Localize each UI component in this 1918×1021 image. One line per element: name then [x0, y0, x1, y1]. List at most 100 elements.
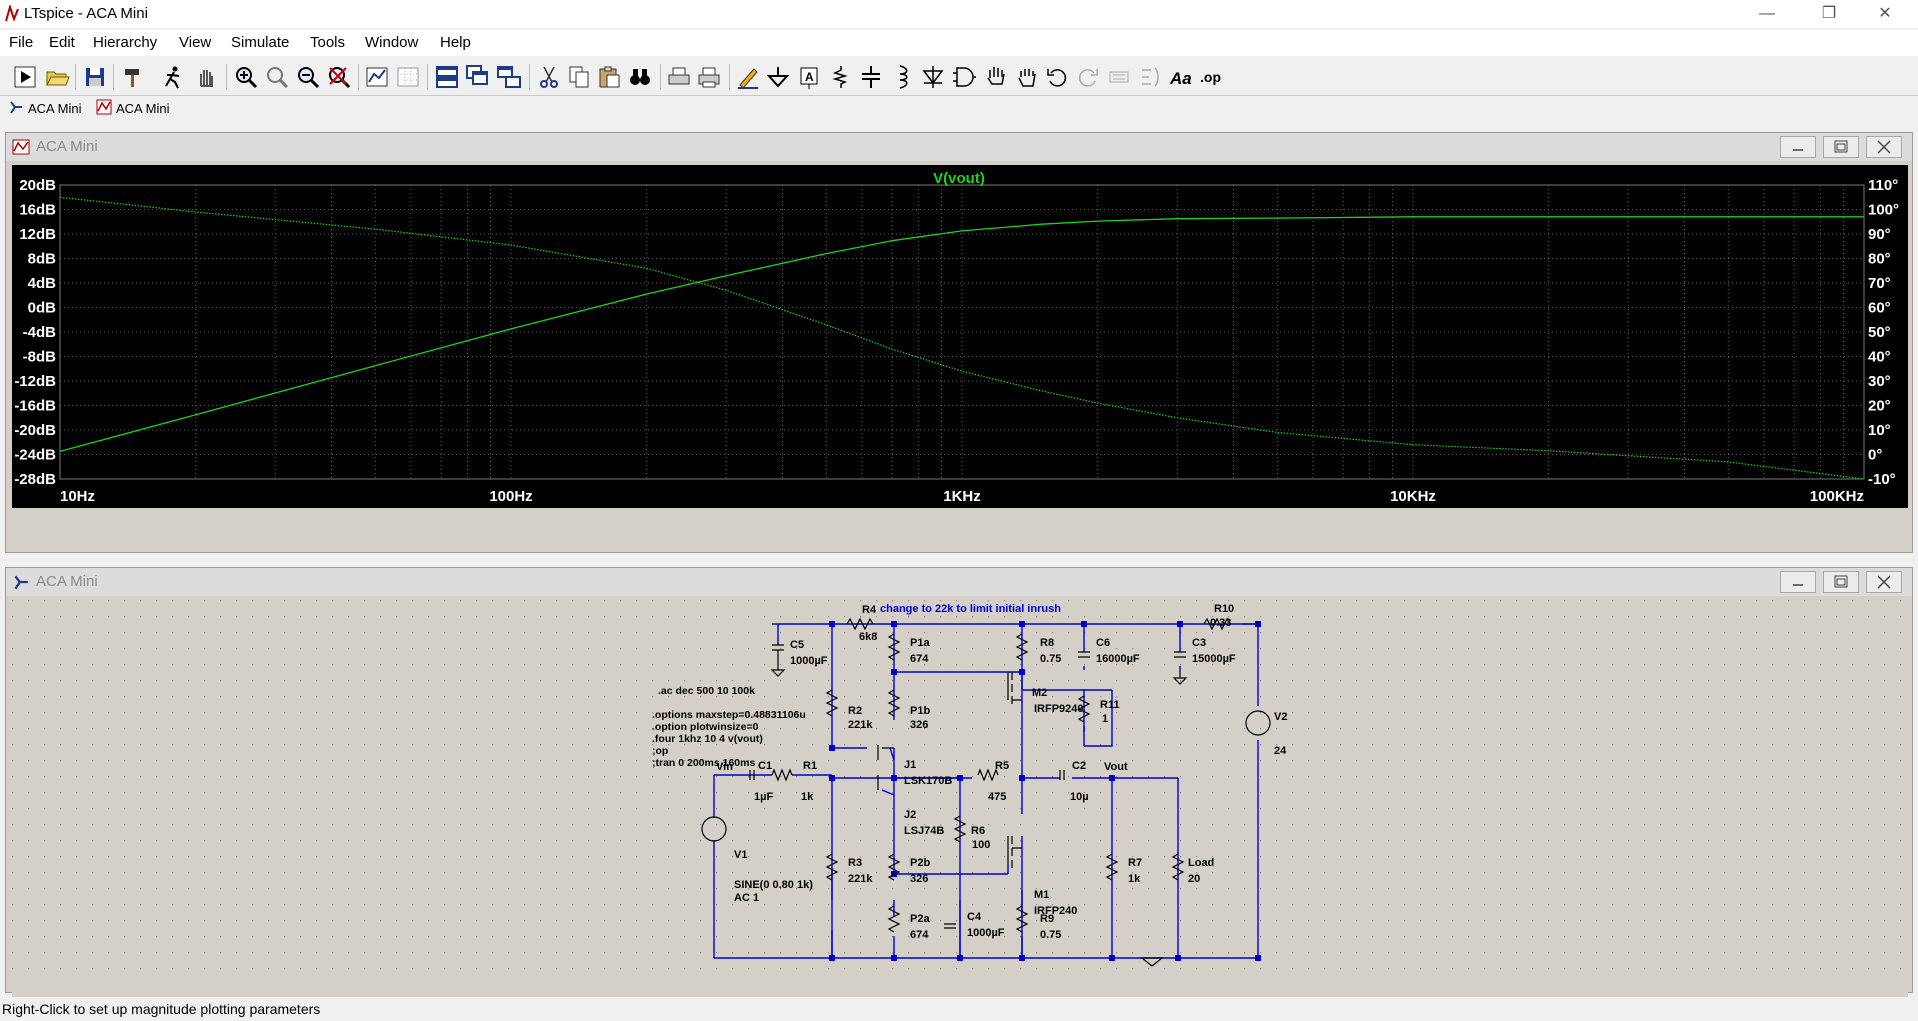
component-value-r11[interactable]: 1	[1102, 713, 1108, 725]
component-value-v2[interactable]: 24	[1274, 745, 1287, 757]
redo-icon[interactable]	[1075, 64, 1101, 90]
component-value-j2[interactable]: LSJ74B	[904, 825, 944, 837]
pan-hand-icon[interactable]	[193, 64, 219, 90]
component-value2-v1[interactable]: AC 1	[734, 892, 759, 904]
component-ref-p2a[interactable]: P2a	[910, 913, 930, 925]
component-value-c6[interactable]: 16000µF	[1096, 653, 1140, 665]
component-value-c4[interactable]: 1000µF	[967, 927, 1005, 939]
component-value-r5[interactable]: 475	[988, 791, 1006, 803]
print-icon[interactable]	[696, 64, 722, 90]
component-value-r1[interactable]: 1k	[801, 791, 814, 803]
zoom-out-icon[interactable]	[295, 64, 321, 90]
menu-file[interactable]: File	[9, 34, 34, 51]
open-folder-icon[interactable]	[44, 64, 70, 90]
component-ref-m2[interactable]: M2	[1032, 687, 1047, 699]
rotate-icon[interactable]	[1106, 64, 1132, 90]
schematic-close-button[interactable]	[1866, 571, 1902, 593]
component-icon[interactable]	[951, 64, 977, 90]
ground-icon[interactable]	[765, 64, 791, 90]
component-value-load[interactable]: 20	[1188, 873, 1200, 885]
inductor-icon[interactable]	[889, 64, 915, 90]
component-ref-c4[interactable]: C4	[967, 911, 982, 923]
schematic-canvas[interactable]: .ac dec 500 10 100k.options maxstep=0.48…	[12, 600, 1908, 1005]
cut-scissors-icon[interactable]	[536, 64, 562, 90]
label-net-icon[interactable]: A	[796, 64, 822, 90]
component-ref-c1[interactable]: C1	[758, 760, 772, 772]
component-value-v1[interactable]: SINE(0 0.80 1k)	[734, 879, 813, 891]
menu-simulate[interactable]: Simulate	[231, 34, 290, 51]
paste-icon[interactable]	[596, 64, 622, 90]
drag-hand-icon[interactable]	[1013, 64, 1039, 90]
component-ref-r9[interactable]: R9	[1040, 913, 1054, 925]
plot-minimize-button[interactable]	[1780, 136, 1816, 158]
spice-directive[interactable]: .option plotwinsize=0	[652, 721, 759, 733]
component-ref-r4[interactable]: R4	[862, 604, 877, 616]
component-ref-r7[interactable]: R7	[1128, 857, 1142, 869]
spice-directive-icon[interactable]: .op	[1199, 64, 1225, 90]
component-value-c3[interactable]: 15000µF	[1192, 653, 1236, 665]
component-ref-c3[interactable]: C3	[1192, 637, 1206, 649]
text-icon[interactable]: Aa	[1168, 64, 1194, 90]
plot-close-button[interactable]	[1866, 136, 1902, 158]
trace-title-vout[interactable]: V(vout)	[933, 170, 985, 187]
component-ref-j1[interactable]: J1	[904, 759, 916, 771]
component-ref-c5[interactable]: C5	[790, 639, 804, 651]
component-value-c2[interactable]: 10µ	[1070, 791, 1089, 803]
spice-directive[interactable]: .four 1khz 10 4 v(vout)	[652, 733, 763, 745]
component-value-r9[interactable]: 0.75	[1040, 929, 1061, 941]
trace-phase[interactable]	[59, 196, 1865, 480]
zoom-in-icon[interactable]	[233, 64, 259, 90]
component-value-p2b[interactable]: 326	[910, 873, 928, 885]
component-ref-r11[interactable]: R11	[1100, 699, 1120, 711]
find-binoculars-icon[interactable]	[627, 64, 653, 90]
component-value-c1[interactable]: 1µF	[754, 791, 773, 803]
menu-view[interactable]: View	[179, 34, 212, 51]
capacitor-icon[interactable]	[858, 64, 884, 90]
close-button[interactable]: ✕	[1878, 5, 1892, 22]
component-value-m1[interactable]: IRFP240	[1034, 905, 1077, 917]
zoom-fit-icon[interactable]	[326, 64, 352, 90]
component-ref-c2[interactable]: C2	[1072, 760, 1086, 772]
component-ref-r5[interactable]: R5	[995, 760, 1009, 772]
net-label-vin[interactable]: Vin	[716, 761, 733, 773]
component-value-p1a[interactable]: 674	[910, 653, 929, 665]
undo-icon[interactable]	[1044, 64, 1070, 90]
save-icon[interactable]	[82, 64, 108, 90]
component-value-j1[interactable]: LSK170B	[904, 775, 952, 787]
component-ref-load[interactable]: Load	[1188, 857, 1214, 869]
plot-window-titlebar[interactable]: ACA Mini	[6, 133, 1912, 161]
component-value-r6[interactable]: 100	[972, 839, 990, 851]
schematic-svg[interactable]: .ac dec 500 10 100k.options maxstep=0.48…	[12, 600, 1908, 980]
spice-directive[interactable]: ;op	[652, 745, 668, 757]
component-ref-r6[interactable]: R6	[971, 825, 985, 837]
menu-window[interactable]: Window	[365, 34, 419, 51]
move-hand-icon[interactable]	[982, 64, 1008, 90]
component-value-p2a[interactable]: 674	[910, 929, 929, 941]
tab-schematic[interactable]: ACA Mini	[6, 99, 88, 119]
tile-horizontal-icon[interactable]	[434, 64, 460, 90]
cascade-windows-icon[interactable]	[465, 64, 491, 90]
halt-running-man-icon[interactable]	[160, 64, 186, 90]
net-label-vout[interactable]: Vout	[1104, 761, 1128, 773]
component-ref-v1[interactable]: V1	[734, 849, 747, 861]
component-ref-r1[interactable]: R1	[803, 760, 817, 772]
component-ref-m1[interactable]: M1	[1034, 889, 1049, 901]
print-setup-icon[interactable]	[666, 64, 692, 90]
component-ref-j2[interactable]: J2	[904, 809, 916, 821]
component-value-r8[interactable]: 0.75	[1040, 653, 1061, 665]
component-ref-r2[interactable]: R2	[848, 705, 862, 717]
restore-button[interactable]: ❐	[1821, 5, 1837, 22]
grid-icon[interactable]	[395, 64, 421, 90]
menu-edit[interactable]: Edit	[49, 34, 75, 51]
minimize-button[interactable]: —	[1759, 5, 1775, 22]
spice-directive[interactable]: .ac dec 500 10 100k	[658, 685, 755, 697]
autorange-icon[interactable]	[364, 64, 390, 90]
component-value-r3[interactable]: 221k	[848, 873, 873, 885]
control-panel-hammer-icon[interactable]	[120, 64, 146, 90]
component-value-r4[interactable]: 6k8	[859, 631, 877, 643]
component-value-r10[interactable]: 0.33	[1210, 617, 1231, 629]
component-ref-p1b[interactable]: P1b	[910, 705, 930, 717]
mirror-icon[interactable]	[1137, 64, 1163, 90]
